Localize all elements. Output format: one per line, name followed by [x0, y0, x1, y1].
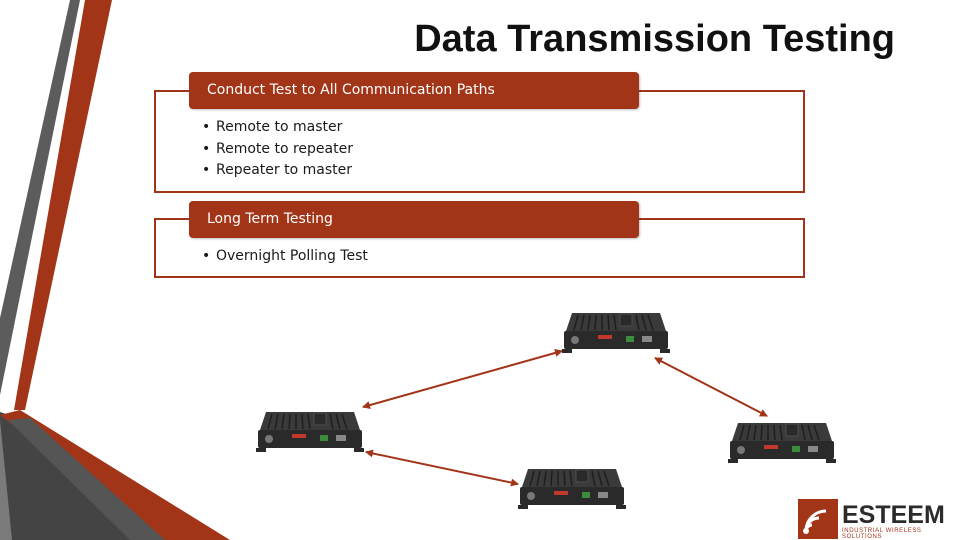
radio-modem-icon	[728, 415, 836, 465]
bullet-icon: •	[202, 119, 211, 135]
list-item: •Remote to master	[202, 117, 353, 139]
double-arrow-icon	[654, 357, 768, 417]
list-item: •Repeater to master	[202, 160, 353, 182]
section-header-long-term: Long Term Testing	[189, 201, 639, 238]
bullet-icon: •	[202, 162, 211, 178]
double-arrow-icon	[362, 349, 563, 409]
section-header-paths: Conduct Test to All Communication Paths	[189, 72, 639, 109]
list-item: •Remote to repeater	[202, 139, 353, 161]
list-item: •Overnight Polling Test	[202, 246, 368, 268]
bullet-icon: •	[202, 140, 211, 157]
radio-modem-icon	[518, 461, 626, 511]
double-arrow-icon	[365, 449, 519, 487]
bullet-list-long-term: •Overnight Polling Test	[202, 246, 368, 268]
wireless-signal-icon	[798, 499, 838, 539]
logo-wordmark: ESTEEM	[842, 501, 945, 529]
radio-modem-icon	[562, 305, 670, 355]
radio-modem-icon	[256, 404, 364, 454]
esteem-logo: ESTEEM INDUSTRIAL WIRELESS SOLUTIONS	[796, 497, 960, 540]
logo-tagline: INDUSTRIAL WIRELESS SOLUTIONS	[842, 528, 922, 540]
slide-title: Data Transmission Testing	[414, 18, 895, 60]
bullet-icon: •	[202, 248, 211, 264]
bullet-list-paths: •Remote to master •Remote to repeater •R…	[202, 117, 353, 182]
